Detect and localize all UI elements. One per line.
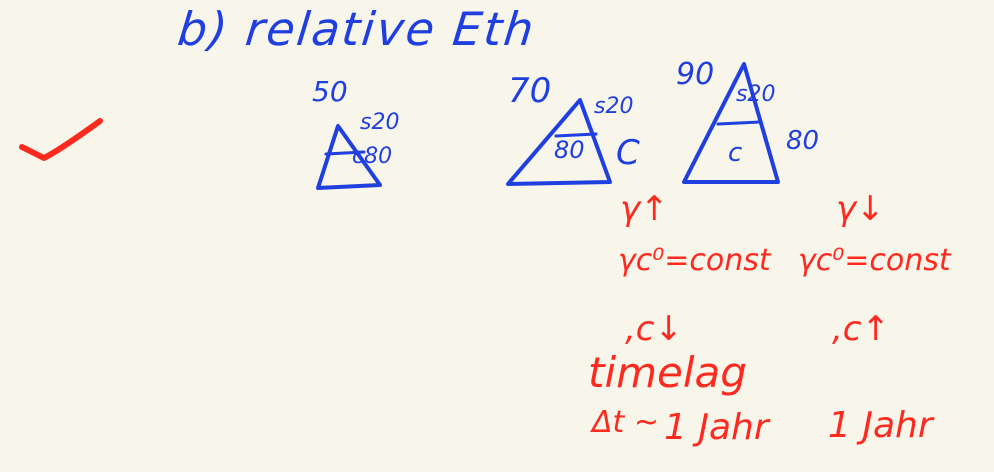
triangle-70: [506, 98, 612, 186]
gamma-const-eq-2: γc⁰=const: [798, 243, 951, 278]
triangle-70-divider: [554, 132, 598, 138]
triangle-70-c-label: 80: [554, 136, 585, 164]
triangle-50-s-label: s20: [360, 110, 400, 135]
page-title: b) relative Eth: [175, 2, 539, 56]
triangle-90-c-label: 80: [786, 126, 820, 156]
c-up-label: ,c↑: [832, 309, 890, 349]
triangle-70-inner-label: C: [616, 133, 640, 173]
one-year-label-1: 1 Jahr: [664, 407, 769, 448]
triangle-50-label: 50: [312, 75, 348, 108]
gamma-up-label: γ↑: [620, 189, 669, 229]
check-icon: [19, 118, 103, 161]
triangle-70-label: 70: [508, 71, 552, 111]
c-down-label: ,c↓: [625, 309, 683, 349]
gamma-const-eq-1: γc⁰=const: [618, 243, 771, 278]
triangle-70-s-label: s20: [594, 94, 634, 119]
triangle-50-c-label: c80: [352, 144, 393, 169]
triangle-90-label: 90: [676, 57, 715, 92]
triangle-90-divider: [716, 120, 762, 126]
triangle-90-s-label: s20: [736, 82, 776, 107]
delta-t-label: Δt ~: [592, 405, 659, 440]
triangle-50-divider: [324, 150, 366, 156]
triangle-90-inner-label: c: [728, 138, 743, 168]
triangle-50: [316, 124, 382, 190]
gamma-down-label: γ↓: [836, 189, 885, 229]
timelag-label: timelag: [588, 348, 747, 397]
one-year-label-2: 1 Jahr: [828, 405, 933, 446]
